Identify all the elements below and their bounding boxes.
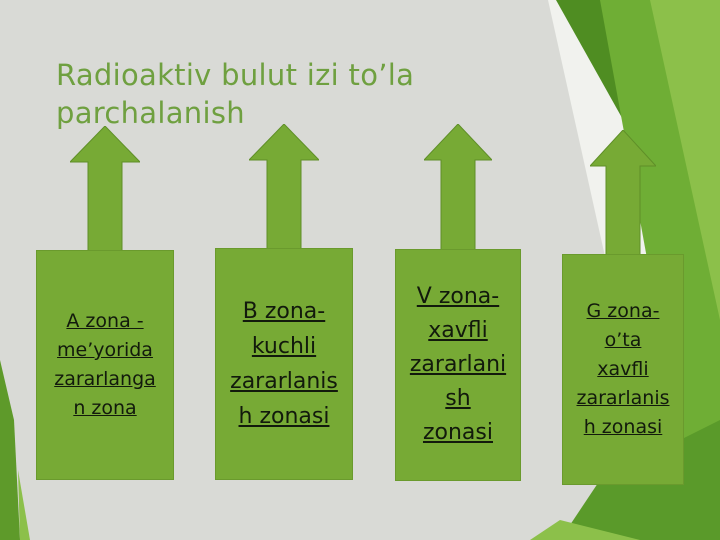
arrow-up-g (590, 130, 656, 256)
arrow-up-b (249, 124, 319, 250)
slide-title: Radioaktiv bulut izi to’la parchalanish (56, 58, 415, 130)
arrow-up-v (424, 124, 492, 250)
arrow-up-a (70, 126, 140, 252)
zone-a-label: A zona - me’yorida zararlanga n zona (54, 310, 156, 419)
zone-b-label: B zona- kuchli zararlanis h zonasi (230, 299, 338, 429)
zone-b-box: B zona- kuchli zararlanis h zonasi (215, 248, 353, 480)
left-green-strip (0, 360, 20, 540)
zone-v-box: V zona- xavfli zararlani sh zonasi (395, 249, 521, 481)
bottom-light-shape (530, 520, 640, 540)
zone-a-box: A zona - me’yorida zararlanga n zona (36, 250, 174, 480)
left-light-strip (18, 470, 30, 540)
zone-g-box: G zona- o’ta xavfli zararlanis h zonasi (562, 254, 684, 485)
zone-v-label: V zona- xavfli zararlani sh zonasi (409, 284, 507, 445)
light-green-shape (650, 0, 720, 320)
zone-g-label: G zona- o’ta xavfli zararlanis h zonasi (576, 300, 670, 438)
